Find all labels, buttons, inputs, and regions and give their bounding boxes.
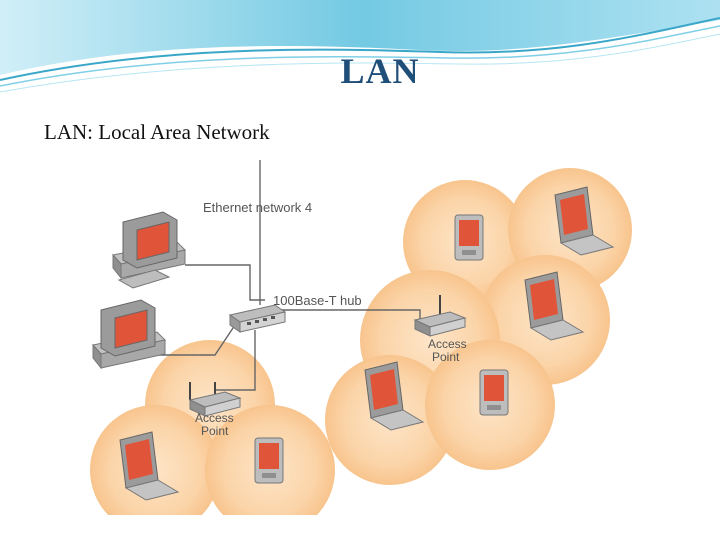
desktop-computer-icon <box>92 299 167 370</box>
laptop-icon <box>554 186 615 256</box>
hub-label: 100Base-T hub <box>273 293 362 308</box>
ethernet-network-label: Ethernet network 4 <box>203 200 312 215</box>
pda-icon <box>254 437 284 484</box>
access-point-icon <box>413 295 467 337</box>
access-point-label-line2: Point <box>432 350 460 364</box>
laptop-icon <box>524 271 585 341</box>
access-point-icon <box>188 382 242 417</box>
laptop-icon <box>364 361 425 431</box>
access-point-label-line1: Access <box>428 337 467 351</box>
pda-icon <box>454 214 484 261</box>
pda-icon <box>479 369 509 416</box>
slide-title: LAN <box>340 51 420 91</box>
slide-subtitle: LAN: Local Area Network <box>44 120 270 144</box>
laptop-icon <box>119 431 180 501</box>
header-wave-decoration <box>0 0 720 93</box>
access-point-label-line1: Access <box>195 411 234 425</box>
desktop-computer-icon <box>112 211 187 289</box>
access-point-label-line2: Point <box>201 424 229 438</box>
hub-icon <box>228 304 287 333</box>
network-cables <box>145 160 421 391</box>
lan-network-diagram: Ethernet network 4 100Base-T hub Access … <box>90 160 632 515</box>
